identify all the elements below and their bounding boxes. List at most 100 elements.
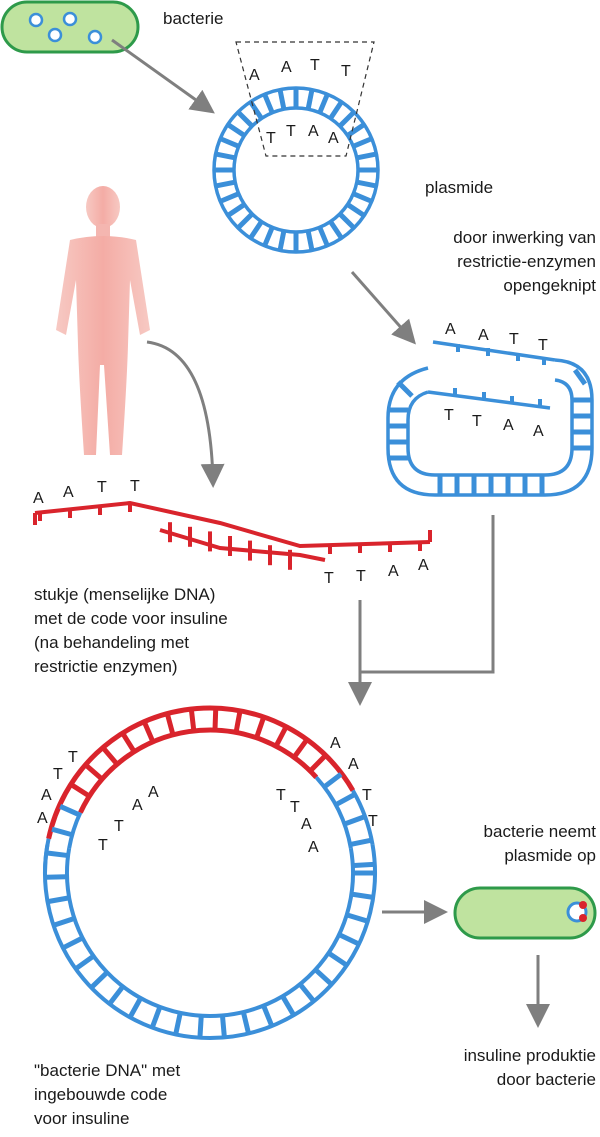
plasmid-rung [338, 212, 356, 230]
plasmid-rung [346, 202, 365, 218]
plasmid-rung [353, 136, 372, 149]
base-letter: A [348, 756, 359, 773]
base-letter: A [37, 810, 48, 827]
recomb-rung [108, 985, 125, 1005]
recomb-inner-strand [65, 847, 355, 1018]
base-letter: A [132, 797, 143, 814]
plasmid-rung [357, 151, 376, 161]
insert-rung [142, 721, 155, 742]
recomb-rung [335, 792, 356, 807]
insert-inner-strand [78, 727, 319, 814]
base-letter: T [368, 813, 378, 830]
insert-rung [188, 709, 197, 731]
arrow-bacterium-to-plasmid [111, 38, 215, 114]
cut-label-line2: restrictie-enzymen [457, 252, 596, 271]
base-letter: T [509, 331, 519, 348]
human-dna-fragment [33, 500, 432, 570]
base-letter: A [63, 484, 74, 501]
arrow-plasmid-to-cut [350, 271, 416, 345]
plasmid-rung [328, 101, 344, 120]
plasmid-rung [227, 122, 246, 138]
cut-plasmid-rung [396, 380, 414, 398]
base-letter: A [388, 563, 399, 580]
base-letter: A [249, 67, 260, 84]
plasmid-rung [357, 179, 376, 189]
recomb-outer-strand [43, 838, 51, 874]
plasmid-rung [236, 212, 254, 230]
recombinant-plasmid [43, 705, 377, 1040]
dna-label-line4: restrictie enzymen) [34, 657, 178, 676]
base-letter: T [538, 337, 548, 354]
arrow-human-to-dna [146, 340, 225, 488]
production-label-line1: insuline produktie [464, 1046, 596, 1065]
cut-plasmid-rungs [388, 344, 592, 495]
recomb-rung [53, 916, 75, 928]
recomb-rung [344, 814, 365, 827]
transformed-bacterium [453, 886, 597, 940]
recomb-rung [173, 1013, 183, 1034]
dna-label-line2: met de code voor insuline [34, 609, 228, 628]
plasmid-rungs [215, 89, 377, 251]
plasmid-dot [62, 11, 78, 27]
recomb-rung [90, 971, 109, 989]
recomb-rung [314, 968, 333, 986]
plasmid-rung [277, 231, 287, 250]
recomb-rung [298, 983, 316, 1003]
base-letter: T [53, 766, 63, 783]
recomb-rung [197, 1016, 204, 1037]
human-figure [56, 186, 150, 455]
recomb-rung [48, 895, 69, 904]
insert-rung [254, 717, 266, 738]
base-letter: T [286, 123, 296, 140]
recomb-rung [352, 891, 373, 900]
insert-rung [274, 726, 288, 747]
base-letter: A [281, 59, 292, 76]
recomb-rung [241, 1012, 251, 1034]
recomb-rung [75, 954, 95, 971]
cut-label-line3: opengeknipt [503, 276, 596, 295]
base-letter: T [276, 787, 286, 804]
dna-label-line1: stukje (menselijke DNA) [34, 585, 215, 604]
plasmid-rung [277, 90, 287, 109]
plasmid-rung [338, 110, 356, 128]
plasmid-rung [305, 90, 315, 109]
uptake-label-line2: plasmide op [504, 846, 596, 865]
recomb-rung [59, 804, 80, 817]
plasmid-rung [262, 94, 275, 113]
plasmid-label: plasmide [425, 178, 493, 197]
plasmid-rung [216, 151, 235, 161]
plasmid-ring [212, 86, 380, 254]
base-letter: T [341, 63, 351, 80]
base-letter: A [148, 784, 159, 801]
base-letter: A [328, 130, 339, 147]
plasmid-rung [227, 202, 246, 218]
bacterium-label: bacterie [163, 9, 223, 28]
insert-rung [292, 738, 309, 758]
insert-rung [120, 732, 136, 753]
connector-cut-plasmid [360, 515, 495, 674]
base-letter: T [130, 478, 140, 495]
plasmid-dot [47, 27, 63, 43]
plasmid-rung [220, 191, 239, 204]
base-letter: T [324, 570, 334, 587]
base-letter: T [472, 413, 482, 430]
base-letter: T [290, 799, 300, 816]
insert-rung [233, 711, 243, 732]
recomb-rung [338, 932, 360, 946]
recomb-label-line3: voor insuline [34, 1109, 129, 1128]
plasmid-dot [87, 29, 103, 45]
plasmid-rung [317, 94, 330, 113]
recomb-outer-strand [43, 844, 377, 1040]
recomb-rung [261, 1005, 274, 1026]
plasmid-dot [28, 12, 44, 28]
base-letter: A [418, 557, 429, 574]
recomb-inner-strand [67, 811, 83, 849]
base-letter: T [356, 568, 366, 585]
base-letter: A [308, 123, 319, 140]
base-letter: T [444, 407, 454, 424]
recomb-label-line2: ingebouwde code [34, 1085, 167, 1104]
recomb-rung [150, 1007, 162, 1028]
recomb-inner-strand [314, 775, 353, 849]
base-letter: A [330, 735, 341, 752]
